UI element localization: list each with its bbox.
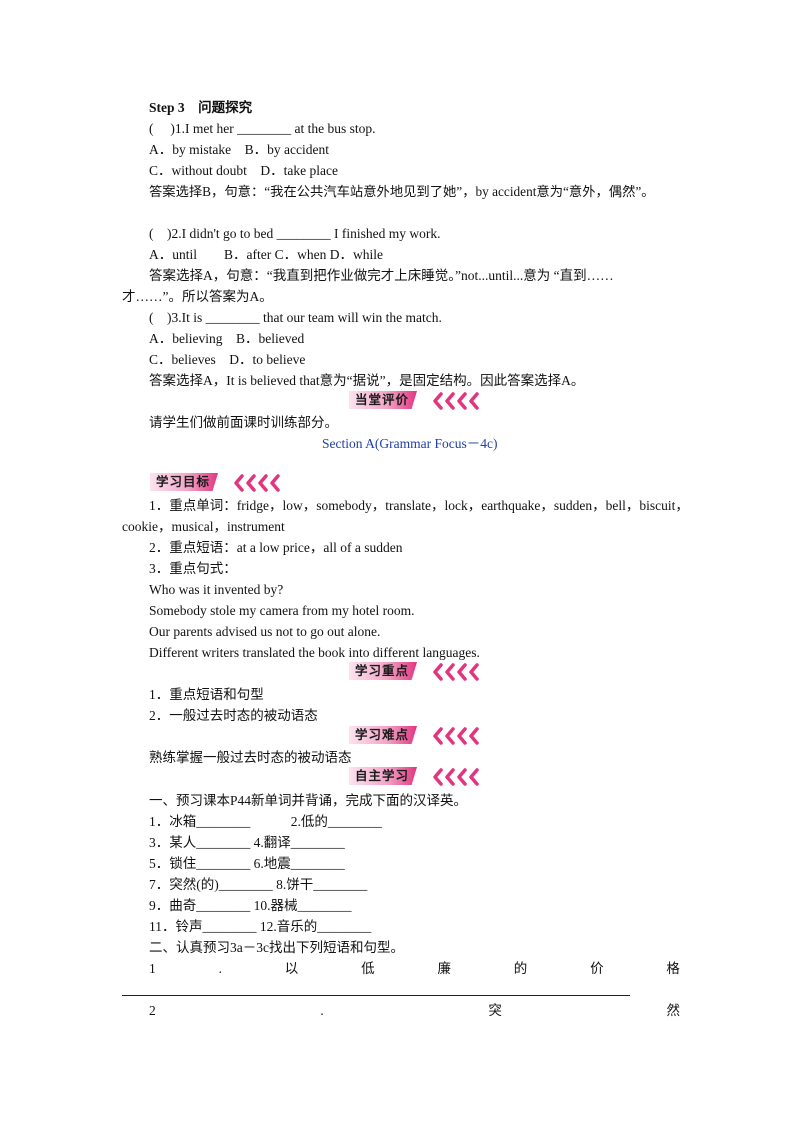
chevrons-icon bbox=[433, 392, 479, 410]
key-point-2: 2．一般过去时态的被动语态 bbox=[149, 708, 318, 723]
chevrons-icon bbox=[433, 727, 479, 745]
phrase-1-char: 的 bbox=[513, 961, 528, 976]
phrase-2-char: 突 bbox=[488, 1003, 502, 1018]
self-study-banner-label: 自主学习 bbox=[349, 767, 418, 785]
question-2: ( )2.I didn't go to bed ________ I finis… bbox=[149, 226, 441, 241]
question-2-options: A．until B．after C．when D．while bbox=[149, 247, 383, 262]
question-3-answer: 答案选择A，It is believed that意为“据说”，是固定结构。因此… bbox=[149, 373, 585, 388]
phrase-2-char: 2 bbox=[149, 1003, 156, 1018]
goal-1-line1: 1．重点单词：fridge，low，somebody，translate，loc… bbox=[149, 498, 689, 513]
goals-banner-label: 学习目标 bbox=[150, 473, 219, 491]
self-study-intro-2: 二、认真预习3a－3c找出下列短语和句型。 bbox=[149, 940, 404, 955]
self-study-intro: 一、预习课本P44新单词并背诵，完成下面的汉译英。 bbox=[149, 793, 468, 808]
self-study-banner: 自主学习 bbox=[349, 767, 489, 787]
question-3-options-ab: A．believing B．believed bbox=[149, 331, 305, 346]
chevrons-icon bbox=[433, 768, 479, 786]
phrase-1-char: 价 bbox=[590, 961, 604, 976]
chevrons-icon bbox=[433, 663, 479, 681]
sentence-1: Who was it invented by? bbox=[149, 582, 284, 597]
sentence-2: Somebody stole my camera from my hotel r… bbox=[149, 603, 415, 618]
question-1: ( )1.I met her ________ at the bus stop. bbox=[149, 121, 376, 136]
evaluation-text: 请学生们做前面课时训练部分。 bbox=[149, 415, 338, 430]
phrase-2-char: . bbox=[320, 1003, 324, 1018]
sentence-3: Our parents advised us not to go out alo… bbox=[149, 624, 381, 639]
vocab-row-1: 1．冰箱________ 2.低的________ bbox=[149, 814, 382, 829]
step-title: Step 3 问题探究 bbox=[149, 100, 253, 115]
question-2-answer-line1: 答案选择A，句意：“我直到把作业做完才上床睡觉。”not...until...意… bbox=[149, 268, 614, 283]
question-3-options-cd: C．believes D．to believe bbox=[149, 352, 306, 367]
phrase-1-char: 廉 bbox=[437, 961, 451, 976]
key-point-1: 1．重点短语和句型 bbox=[149, 687, 264, 702]
phrase-2-char: 然 bbox=[666, 1003, 681, 1018]
phrase-2: 2 . 突 然 bbox=[149, 1002, 680, 1020]
key-points-banner: 学习重点 bbox=[349, 662, 489, 682]
difficulty-text: 熟练掌握一般过去时态的被动语态 bbox=[149, 750, 352, 765]
vocab-row-6: 11．铃声________ 12.音乐的________ bbox=[149, 919, 372, 934]
key-points-banner-label: 学习重点 bbox=[349, 662, 418, 680]
phrase-1-char: 低 bbox=[361, 961, 375, 976]
answer-line bbox=[122, 995, 630, 996]
evaluation-banner-label: 当堂评价 bbox=[349, 391, 418, 409]
vocab-row-3: 5．锁住________ 6.地震________ bbox=[149, 856, 345, 871]
goal-3: 3．重点句式： bbox=[149, 561, 237, 576]
vocab-row-2: 3．某人________ 4.翻译________ bbox=[149, 835, 345, 850]
question-1-options-cd: C．without doubt D．take place bbox=[149, 163, 338, 178]
goal-2: 2．重点短语：at a low price，all of a sudden bbox=[149, 540, 403, 555]
question-1-answer: 答案选择B，句意：“我在公共汽车站意外地见到了她”，by accident意为“… bbox=[149, 184, 655, 199]
evaluation-banner: 当堂评价 bbox=[349, 391, 489, 411]
chevrons-icon bbox=[234, 474, 280, 492]
question-2-answer-line2: 才……”。所以答案为A。 bbox=[122, 289, 273, 304]
question-1-options-ab: A．by mistake B．by accident bbox=[149, 142, 329, 157]
vocab-row-4: 7．突然(的)________ 8.饼干________ bbox=[149, 877, 368, 892]
goal-1-line2: cookie，musical，instrument bbox=[122, 519, 285, 534]
phrase-1-char: 1 bbox=[149, 961, 156, 976]
phrase-1: 1 . 以 低 廉 的 价 格 bbox=[149, 960, 680, 978]
phrase-1-char: 以 bbox=[284, 961, 299, 976]
section-title: Section A(Grammar Focus－4c) bbox=[322, 436, 498, 451]
difficulties-banner-label: 学习难点 bbox=[349, 726, 418, 744]
goals-banner: 学习目标 bbox=[150, 473, 290, 493]
difficulties-banner: 学习难点 bbox=[349, 726, 489, 746]
phrase-1-char: 格 bbox=[666, 961, 680, 976]
vocab-row-5: 9．曲奇________ 10.器械________ bbox=[149, 898, 352, 913]
question-3: ( )3.It is ________ that our team will w… bbox=[149, 310, 442, 325]
phrase-1-char: . bbox=[218, 961, 222, 976]
sentence-4: Different writers translated the book in… bbox=[149, 645, 480, 660]
